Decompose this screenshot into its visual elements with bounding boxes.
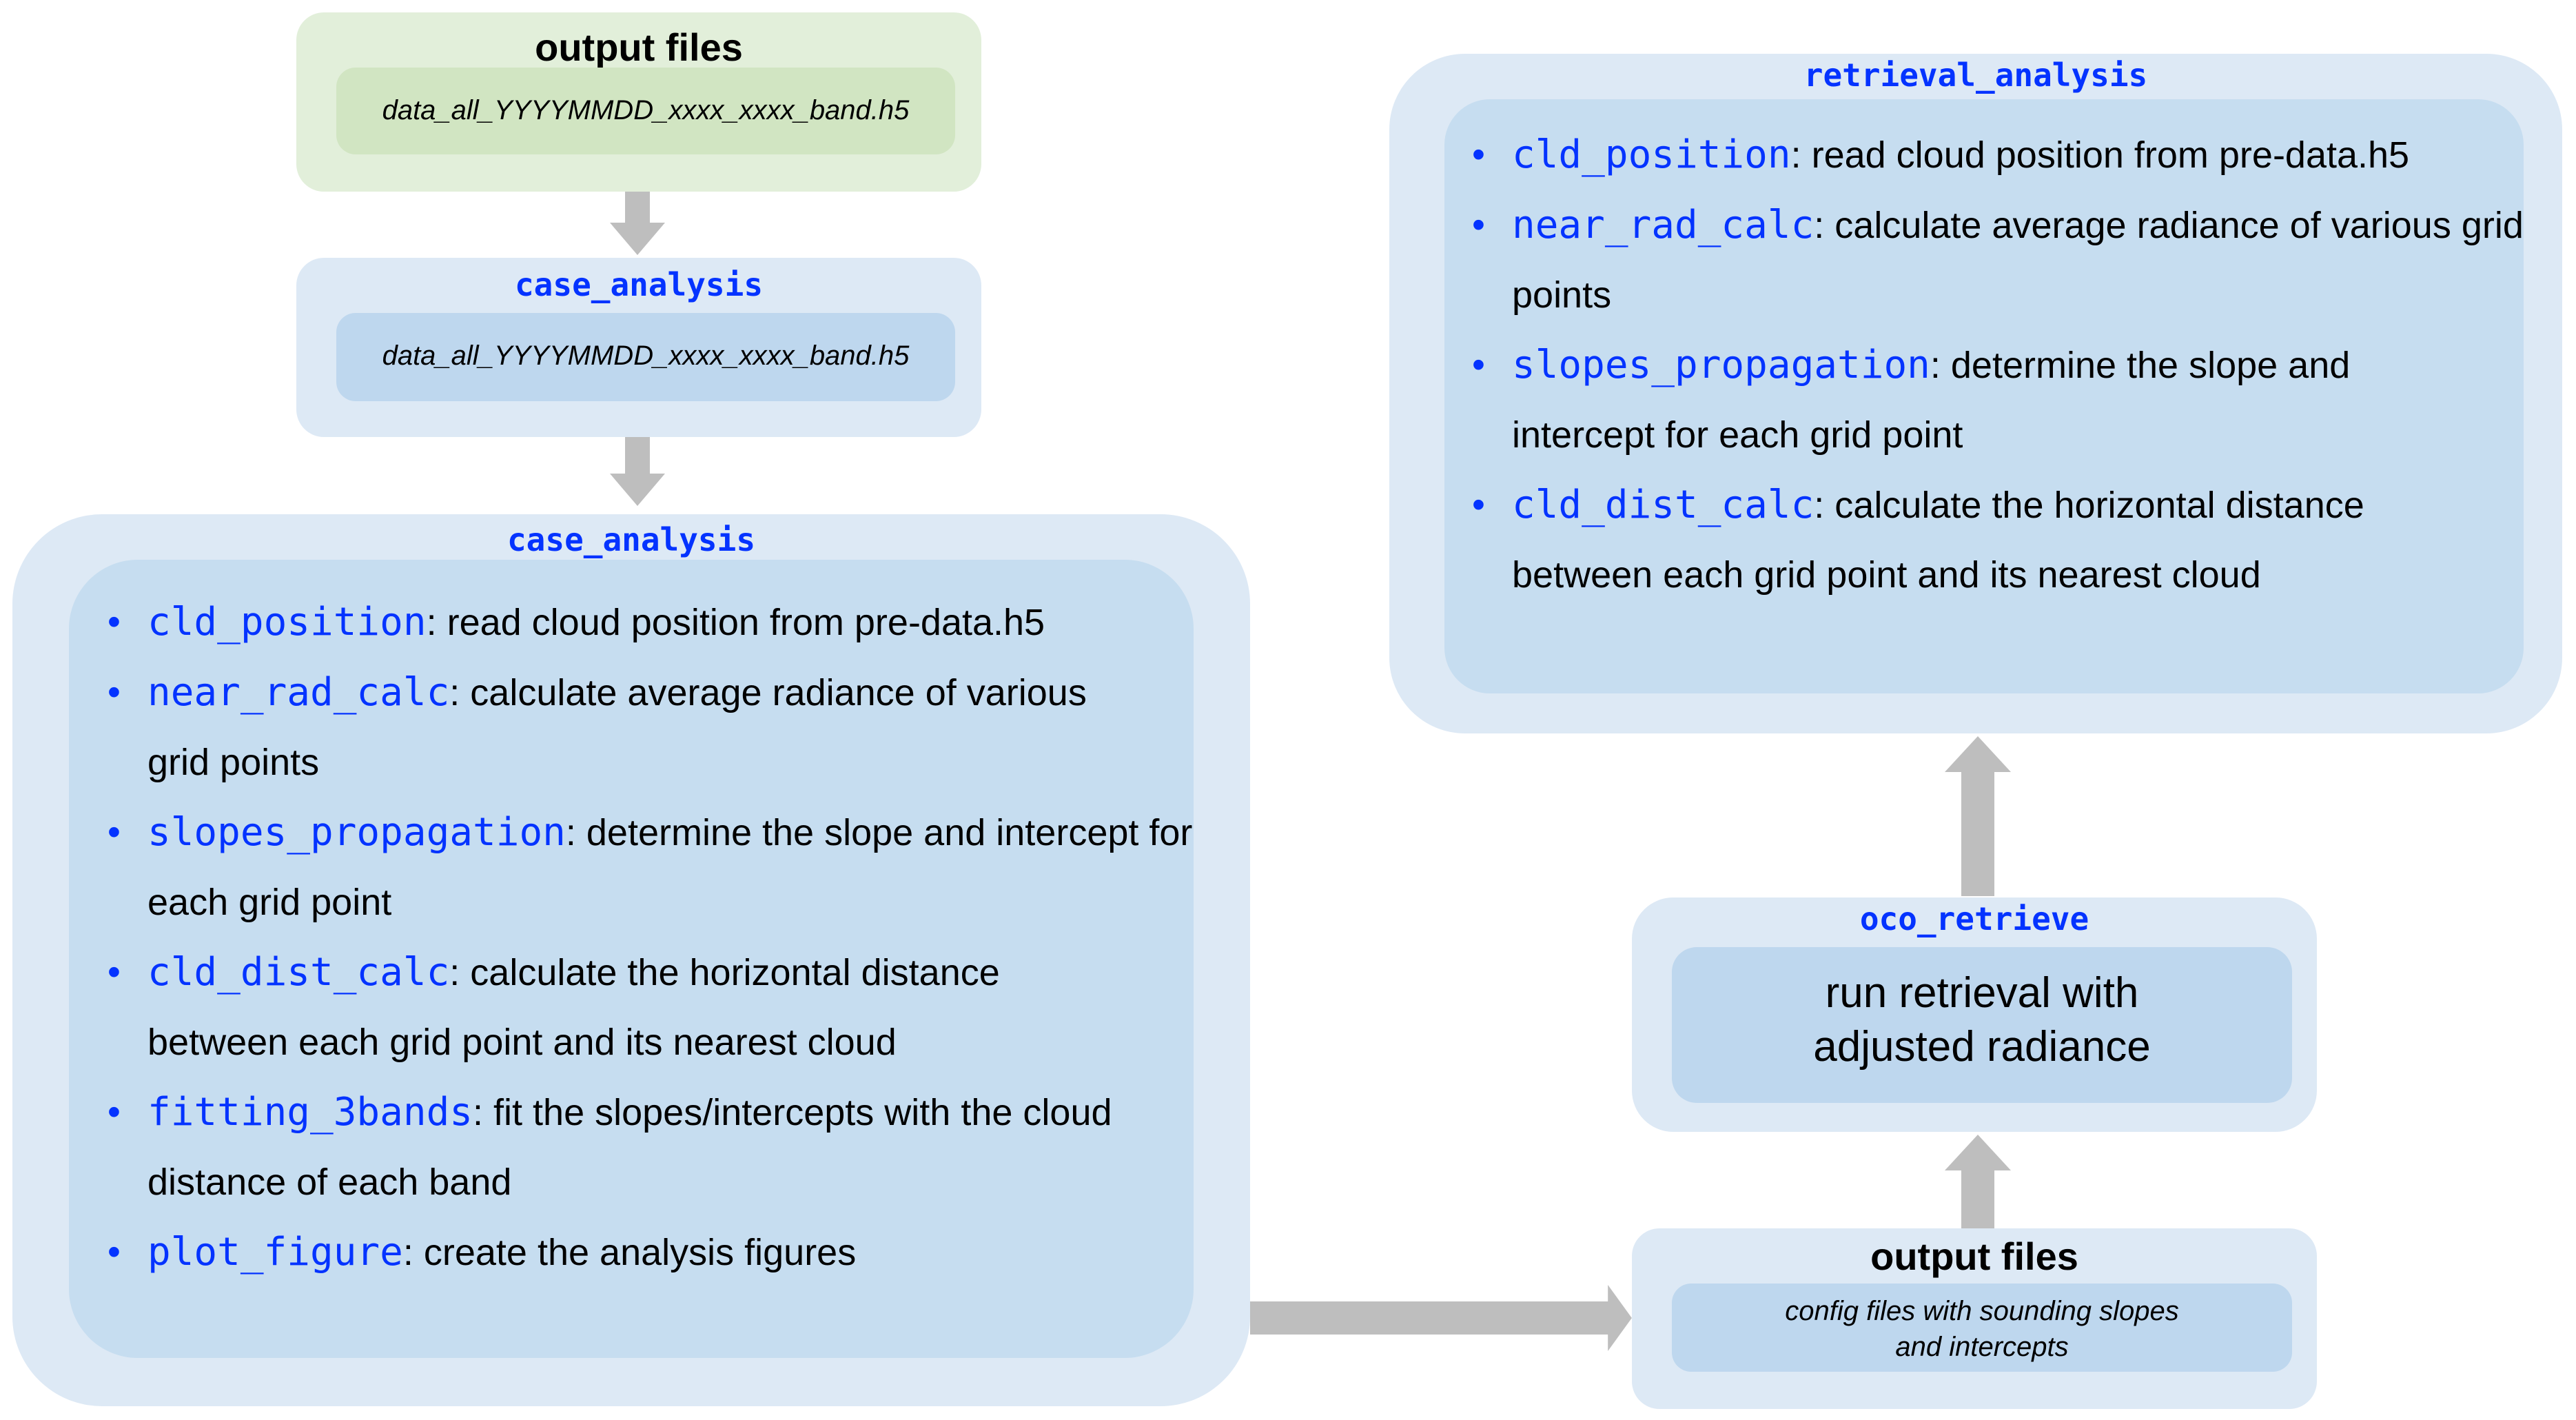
retrieval-analysis-list-box: • cld_position: read cloud position from … [1444,99,2524,693]
case-analysis-function-list: • cld_position: read cloud position from … [108,587,1192,1288]
list-item: • plot_figure: create the analysis figure… [108,1217,1155,1288]
function-name: cld_dist_calc [147,950,450,995]
function-name: slopes_propagation [1512,343,1930,387]
list-item: • cld_position: read cloud position from … [1472,120,2506,190]
function-description: : read cloud position from pre-data.h5 [1790,134,2410,176]
case-analysis-small-box: case_analysis data_all_YYYYMMDD_xxxx_xxx… [296,258,981,437]
case-analysis-small-title: case_analysis [514,266,764,303]
function-description: : create the analysis figures [402,1232,857,1273]
output-files-top-title: output files [535,26,743,69]
function-name: near_rad_calc [1512,203,1815,247]
list-item: • fitting_3bands: fit the slopes/intercep… [108,1077,1181,1217]
function-name: slopes_propagation [147,810,566,855]
bullet-icon: • [108,1091,121,1133]
case-analysis-small-file-box: data_all_YYYYMMDD_xxxx_xxxx_band.h5 [336,313,955,401]
retrieval-analysis-title: retrieval_analysis [1803,57,2148,94]
case-analysis-main-list-box: • cld_position: read cloud position from … [69,560,1194,1358]
oco-retrieve-desc-box: run retrieval with adjusted radiance [1672,947,2292,1103]
function-name: cld_dist_calc [1512,483,1815,527]
list-item: • slopes_propagation: determine the slope… [108,798,1209,937]
bullet-icon: • [1472,484,1485,525]
list-item: • near_rad_calc: calculate average radian… [1472,190,2546,330]
function-name: fitting_3bands [147,1090,473,1135]
oco-retrieve-title: oco_retrieve [1859,900,2089,937]
function-description: : read cloud position from pre-data.h5 [426,602,1045,643]
function-description: : calculate the horizontal distance betw… [1512,485,2364,596]
output-files-bottom-file: config files with sounding slopes and in… [1785,1296,2179,1362]
bullet-icon: • [108,1231,121,1272]
function-description: : determine the slope and intercept for … [147,812,1193,923]
function-description: : calculate the horizontal distance betw… [147,952,1000,1063]
output-files-bottom-box: output files config files with sounding … [1632,1228,2317,1409]
function-name: near_rad_calc [147,670,450,715]
oco-retrieve-box: oco_retrieve run retrieval with adjusted… [1632,897,2317,1132]
function-name: cld_position [1512,132,1791,177]
function-name: plot_figure [147,1230,403,1275]
output-files-top-file-box: data_all_YYYYMMDD_xxxx_xxxx_band.h5 [336,68,955,154]
arrow-right [1250,1285,1632,1351]
function-name: cld_position [147,600,427,645]
bullet-icon: • [1472,344,1485,385]
bullet-icon: • [108,601,121,642]
list-item: • slopes_propagation: determine the slope… [1472,330,2477,470]
list-item: • cld_position: read cloud position from … [108,587,1155,658]
output-files-bottom-file-box: config files with sounding slopes and in… [1672,1284,2292,1372]
function-description: : calculate average radiance of various … [1512,205,2524,316]
oco-retrieve-desc: run retrieval with adjusted radiance [1813,969,2151,1071]
output-files-top-box: output files data_all_YYYYMMDD_xxxx_xxxx… [296,12,981,192]
retrieval-analysis-box: retrieval_analysis • cld_position: read c… [1389,54,2562,733]
arrow-down-1 [610,192,665,255]
bullet-icon: • [108,951,121,993]
list-item: • cld_dist_calc: calculate the horizontal… [108,937,1112,1077]
bullet-icon: • [1472,134,1485,175]
arrow-up-2 [1945,1135,2011,1231]
case-analysis-main-box: case_analysis • cld_position: read cloud … [12,514,1250,1406]
function-description: : calculate average radiance of various … [147,672,1087,783]
bullet-icon: • [108,811,121,853]
function-description: : fit the slopes/intercepts with the clo… [147,1092,1112,1203]
function-description: : determine the slope and intercept for … [1512,345,2351,456]
case-analysis-small-file: data_all_YYYYMMDD_xxxx_xxxx_band.h5 [382,341,910,371]
case-analysis-main-title: case_analysis [507,521,756,558]
retrieval-analysis-function-list: • cld_position: read cloud position from … [1472,120,2524,610]
output-files-bottom-title: output files [1870,1235,2078,1278]
output-files-top-file: data_all_YYYYMMDD_xxxx_xxxx_band.h5 [382,95,910,125]
list-item: • cld_dist_calc: calculate the horizontal… [1472,470,2477,610]
bullet-icon: • [1472,204,1485,245]
arrow-up-1 [1945,736,2011,896]
list-item: • near_rad_calc: calculate average radian… [108,658,1112,798]
bullet-icon: • [108,671,121,713]
arrow-down-2 [610,437,665,506]
